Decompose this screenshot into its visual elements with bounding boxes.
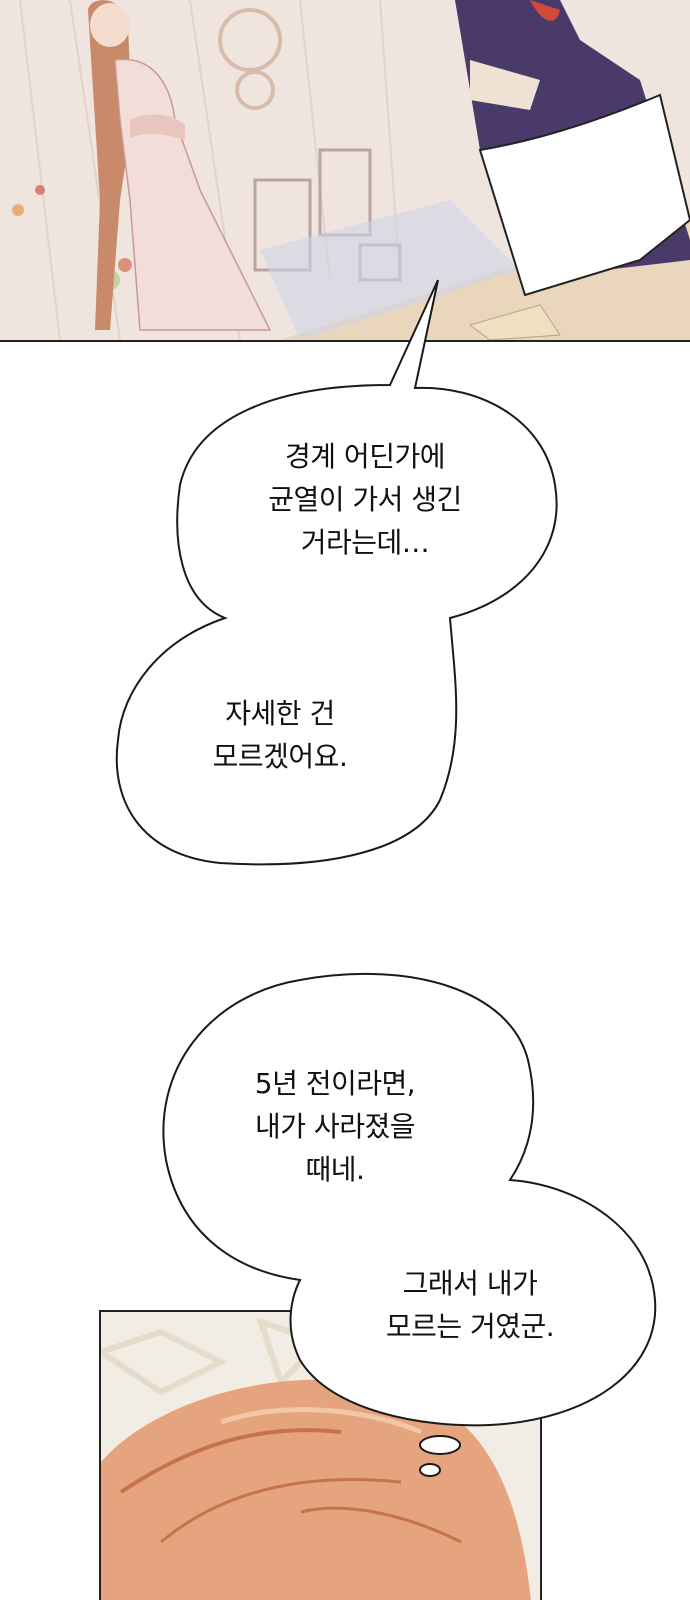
bubble-2-line-1: 자세한 건 [225, 697, 335, 730]
bubble-4-text: 그래서 내가 모르는 거였군. [340, 1262, 600, 1348]
bubble-4-line-2: 모르는 거였군. [385, 1310, 555, 1343]
bubble-1-line-2: 균열이 가서 생긴 [268, 483, 462, 516]
bubble-1-line-3: 거라는데… [300, 526, 430, 559]
bubble-4-line-1: 그래서 내가 [402, 1267, 538, 1300]
bubble-3-line-2: 내가 사라졌을 [255, 1110, 415, 1143]
top-panel-illustration [0, 0, 690, 342]
bubble-1-text: 경계 어딘가에 균열이 가서 생긴 거라는데… [230, 435, 500, 564]
bottom-panel-illustration [99, 1310, 542, 1600]
bubble-2-text: 자세한 건 모르겠어요. [180, 692, 380, 778]
bubble-3-text: 5년 전이라면, 내가 사라졌을 때네. [215, 1062, 455, 1191]
palace-scene [0, 0, 690, 340]
character-head-scene [101, 1312, 540, 1600]
woman-figure [88, 0, 272, 331]
bubble-2-line-2: 모르겠어요. [212, 740, 348, 773]
bubble-3-line-3: 때네. [305, 1153, 365, 1186]
bubble-3-line-1: 5년 전이라면, [254, 1067, 416, 1100]
maid-figure [455, 0, 690, 297]
ornament [218, 8, 282, 110]
bubble-1-line-1: 경계 어딘가에 [285, 440, 445, 473]
